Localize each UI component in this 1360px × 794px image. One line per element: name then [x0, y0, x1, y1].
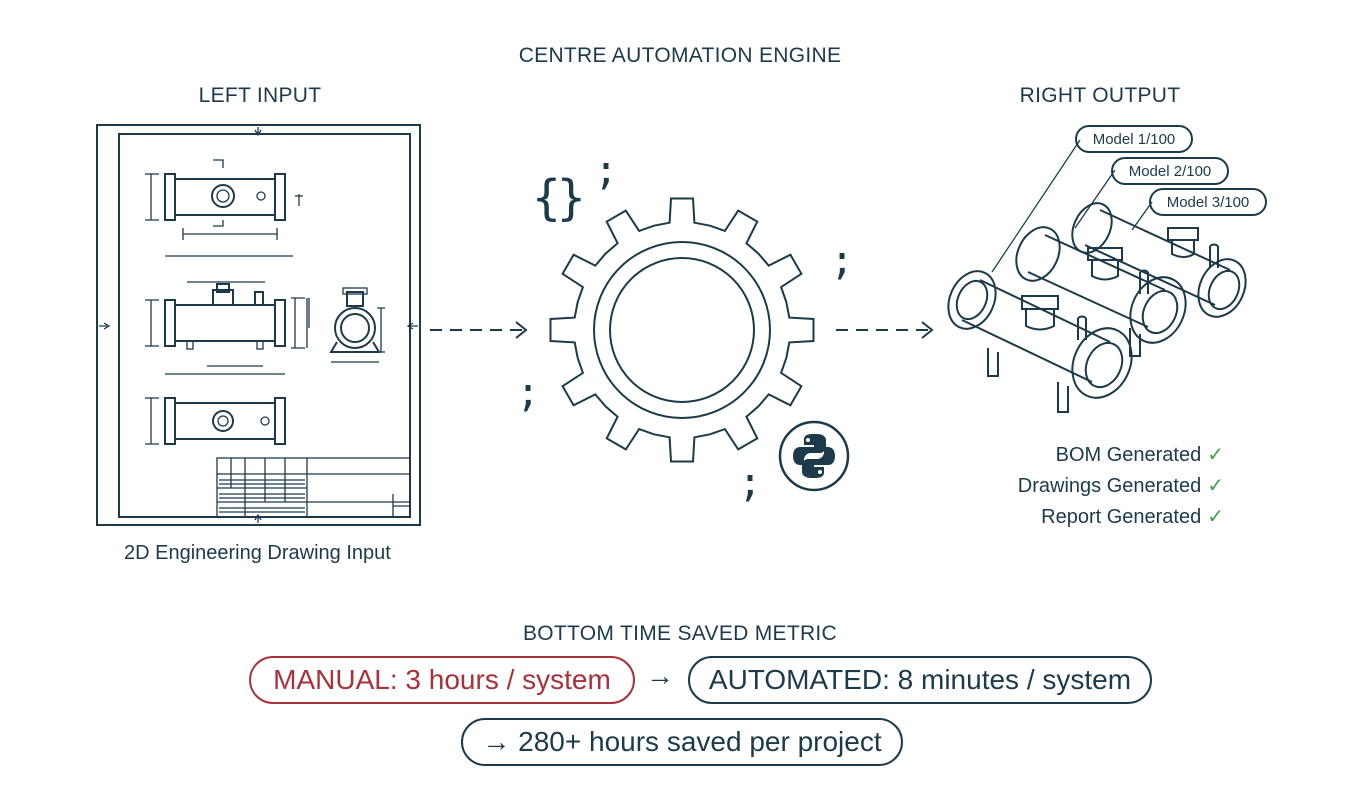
- status-bom: BOM Generated✓: [1055, 444, 1224, 466]
- output-arrow: [836, 321, 934, 339]
- semicolon-icon: ;: [594, 148, 619, 194]
- hours-saved-pill: → 280+ hours saved per project: [461, 718, 903, 766]
- braces-icon: {}: [532, 170, 586, 226]
- left-header: LEFT INPUT: [198, 84, 322, 107]
- status-drawings: Drawings Generated✓: [1017, 475, 1224, 497]
- status-report: Report Generated✓: [1041, 506, 1224, 528]
- manual-metric-pill: MANUAL: 3 hours / system: [249, 656, 635, 704]
- centre-header: CENTRE AUTOMATION ENGINE: [518, 44, 842, 67]
- left-caption: 2D Engineering Drawing Input: [124, 542, 391, 564]
- right-header: RIGHT OUTPUT: [1019, 84, 1181, 107]
- bottom-header: BOTTOM TIME SAVED METRIC: [522, 622, 838, 645]
- python-logo-icon: [778, 420, 850, 492]
- engineering-drawing: [96, 124, 421, 526]
- check-icon: ✓: [1207, 444, 1224, 466]
- semicolon-icon: ;: [830, 238, 855, 284]
- semicolon-icon: ;: [738, 460, 763, 506]
- model-tag-2: Model 2/100: [1129, 163, 1212, 180]
- automated-metric-pill: AUTOMATED: 8 minutes / system: [688, 656, 1152, 704]
- model-2-drawing: [1015, 226, 1187, 357]
- check-icon: ✓: [1207, 506, 1224, 528]
- gear-icon: [549, 197, 815, 463]
- model-tag-3: Model 3/100: [1167, 194, 1250, 211]
- input-arrow: [430, 321, 528, 339]
- model-3-drawing: [1071, 202, 1247, 318]
- model-stack: Model 1/100 Model 2/100 Model 3/100: [947, 125, 1267, 413]
- model-1-drawing: [947, 270, 1133, 413]
- model-tag-1: Model 1/100: [1093, 131, 1176, 148]
- semicolon-icon: ;: [516, 370, 541, 416]
- check-icon: ✓: [1207, 475, 1224, 497]
- metric-arrow-icon: →: [646, 660, 674, 691]
